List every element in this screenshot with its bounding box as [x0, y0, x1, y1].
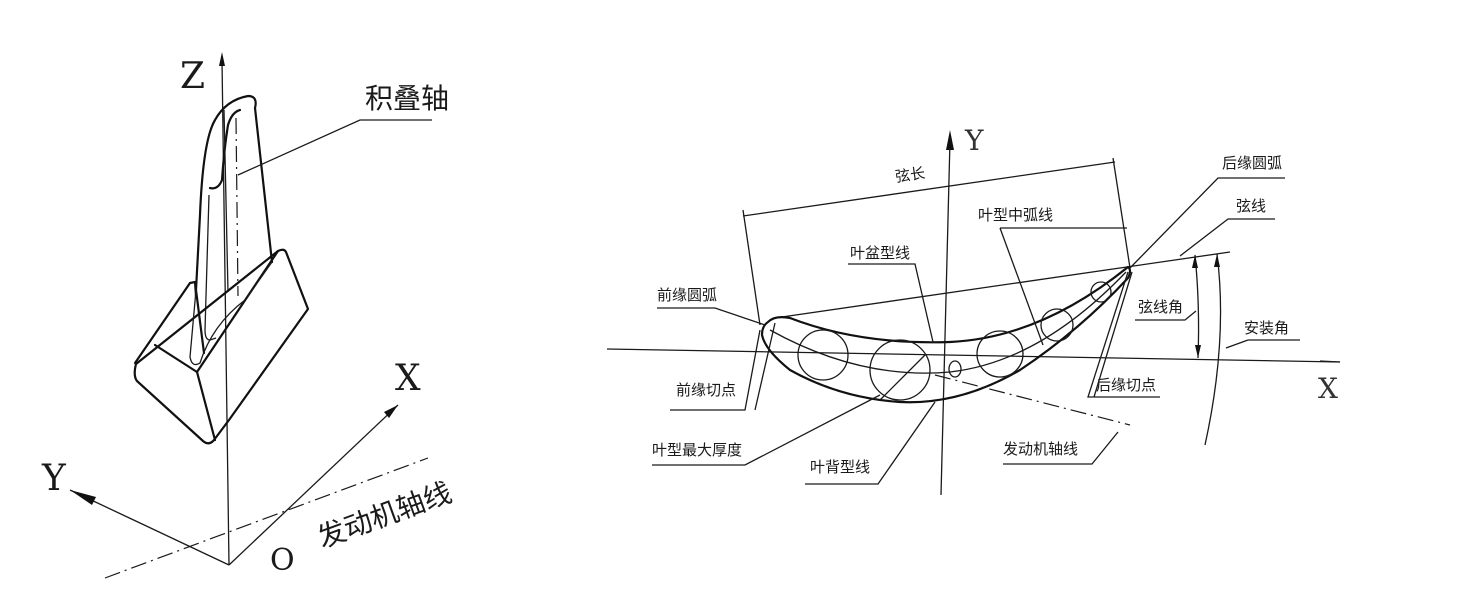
blade-fillet-curve — [189, 261, 273, 366]
leading-edge-arc-label: 前缘圆弧 — [657, 286, 717, 304]
mean-camber-line — [769, 271, 1127, 374]
setting-angle-arrow-top-icon — [1214, 254, 1220, 267]
trailing-edge-arc-leader — [1129, 177, 1285, 269]
setting-angle-leader — [1225, 339, 1249, 349]
chord-angle-arc — [1194, 254, 1200, 359]
blade-airfoil-outline — [194, 94, 274, 355]
leading-edge-tangent-leader-2 — [754, 322, 776, 411]
max-thickness-indicator — [879, 354, 926, 401]
pressure-side-label: 叶盆型线 — [850, 244, 910, 262]
max-thickness-leader — [652, 394, 881, 466]
x-axis-right-label: X — [1318, 372, 1338, 405]
chord-angle-arrow-bottom-icon — [1195, 345, 1201, 358]
platform-left-top-edge — [133, 280, 198, 365]
stacking-axis-label: 积叠轴 — [365, 82, 449, 115]
x-axis-right — [606, 348, 1341, 363]
engine-axis-label: 发动机轴线 — [313, 476, 456, 555]
inscribed-circle-3 — [976, 330, 1024, 378]
inscribed-circle-2-max-thickness — [869, 339, 931, 401]
chord-length-label: 弦长 — [894, 164, 926, 186]
mean-camber-label: 叶型中弧线 — [978, 206, 1053, 224]
setting-angle-label: 安装角 — [1244, 319, 1289, 337]
engine-axis-right-leader — [1003, 431, 1119, 465]
y-axis-label: Y — [41, 458, 67, 499]
inscribed-circle-5 — [1090, 281, 1112, 303]
mean-camber-leader — [999, 227, 1044, 346]
y-axis-right — [940, 139, 951, 496]
z-axis-label: Z — [180, 56, 205, 97]
chord-angle-leader — [1135, 310, 1197, 321]
inscribed-circle-1 — [797, 329, 849, 381]
trailing-edge-arc-label: 后缘圆弧 — [1222, 154, 1282, 172]
max-thickness-label: 叶型最大厚度 — [652, 441, 742, 459]
y-axis-right-label: Y — [964, 124, 984, 157]
blade-centre-line — [223, 109, 229, 293]
chord-angle-arrow-top-icon — [1192, 255, 1198, 268]
trailing-edge-tangent-label: 后缘切点 — [1096, 376, 1156, 394]
origin-label: O — [270, 543, 295, 578]
origin-right-marker — [948, 360, 962, 378]
y-axis-arrow-icon — [70, 490, 96, 505]
chord-line — [774, 251, 1231, 319]
blade-inner-edge — [204, 194, 217, 341]
engine-axis-line — [104, 457, 429, 579]
platform-outline — [133, 248, 310, 445]
right-airfoil-diagram: X Y 弦长 后缘圆弧 — [606, 124, 1341, 496]
airfoil-outline — [760, 265, 1132, 404]
platform-front-edge — [195, 370, 217, 442]
chord-length-dimension — [742, 161, 1116, 217]
engine-axis-right-line — [934, 374, 1131, 426]
x-axis-arrow-icon — [384, 405, 398, 418]
chord-angle-label: 弦线角 — [1138, 298, 1183, 316]
platform-top-edge — [153, 249, 280, 374]
trailing-edge-tangent-leader — [1087, 271, 1160, 398]
stacking-axis-line — [235, 117, 239, 297]
x-axis-label: X — [395, 358, 421, 399]
z-axis-arrow-icon — [219, 52, 225, 66]
chord-extension-right — [1112, 157, 1131, 269]
stacking-axis-leader — [237, 119, 432, 176]
x-axis — [228, 404, 399, 566]
suction-side-leader — [805, 401, 936, 485]
leading-edge-tangent-leader — [670, 329, 761, 411]
x-axis-right-tick — [1319, 360, 1341, 363]
chord-extension-left — [742, 209, 761, 326]
leading-edge-arc-leader — [657, 307, 766, 326]
chord-line-label: 弦线 — [1236, 197, 1266, 215]
inscribed-circle-4 — [1040, 308, 1074, 342]
chord-line-leader — [1179, 218, 1275, 257]
setting-angle-arc — [1204, 253, 1222, 446]
trailing-edge-tangent-leader-2 — [1093, 271, 1133, 398]
y-axis — [69, 489, 230, 566]
leading-edge-tangent-label: 前缘切点 — [676, 381, 736, 399]
z-axis — [221, 59, 230, 566]
suction-side-label: 叶背型线 — [810, 458, 870, 476]
pressure-side-leader — [848, 263, 934, 343]
y-axis-right-arrow-icon — [946, 130, 954, 150]
left-blade-diagram: Z X Y O 发动机轴线 积叠轴 — [41, 52, 456, 579]
engine-axis-right-label: 发动机轴线 — [1003, 440, 1078, 458]
